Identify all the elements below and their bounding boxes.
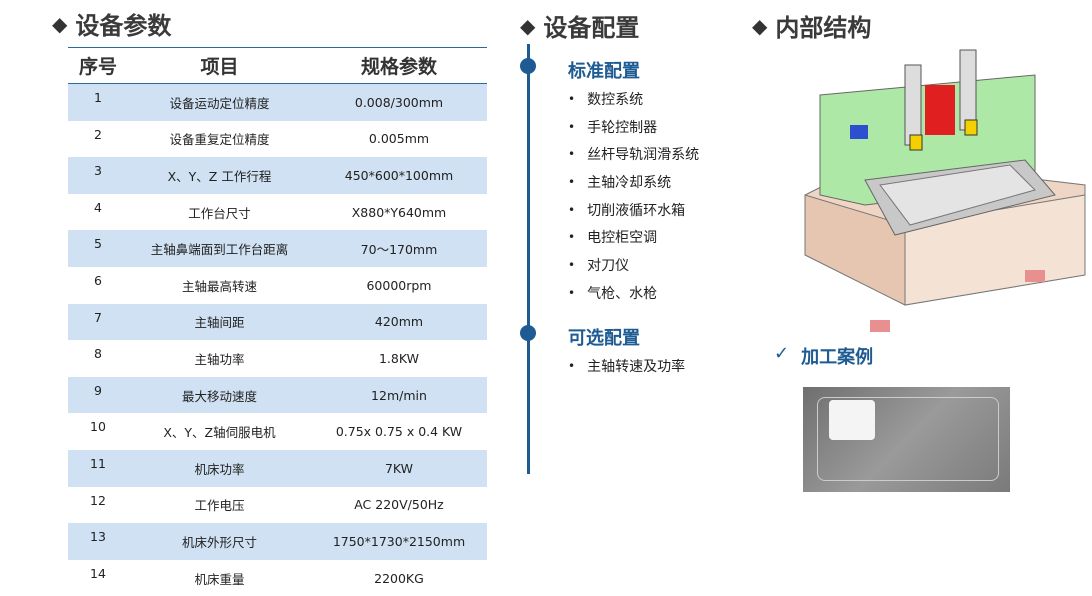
- table-row: 2 设备重复定位精度 0.005mm: [68, 121, 487, 158]
- row-item: 机床重量: [194, 571, 245, 587]
- row-item: X、Y、Z轴伺服电机: [163, 425, 276, 441]
- config-heading: ◆ 设备配置: [520, 8, 639, 43]
- row-item: 机床功率: [128, 449, 311, 487]
- optional-item: 主轴转速及功率: [568, 352, 685, 380]
- header-item: 项目: [128, 47, 311, 84]
- row-item: X、Y、Z 工作行程: [128, 157, 311, 194]
- row-spec: 70～170mm: [310, 230, 487, 267]
- header-spec: 规格参数: [310, 47, 487, 84]
- row-spec: 12m/min: [310, 376, 487, 414]
- standard-item: 手轮控制器: [568, 113, 699, 141]
- standard-item: 丝杆导轨润滑系统: [568, 140, 699, 168]
- optional-title: 可选配置: [568, 328, 640, 349]
- diamond-icon: ◆: [752, 13, 768, 38]
- row-item: 工作电压: [194, 498, 245, 514]
- table-row: 14 机床重量 2200KG: [68, 560, 487, 596]
- standard-item: 主轴冷却系统: [568, 168, 699, 196]
- structure-title: 内部结构: [775, 14, 872, 42]
- table-row: 12 工作电压 AC 220V/50Hz: [68, 487, 487, 524]
- structure-heading: ◆ 内部结构: [752, 8, 871, 43]
- header-no: 序号: [68, 47, 128, 84]
- row-no: 1: [68, 83, 128, 121]
- row-spec: 0.008/300mm: [310, 83, 487, 121]
- timeline-line: [527, 44, 530, 474]
- row-no: 11: [68, 449, 128, 487]
- standard-item: 切削液循环水箱: [568, 196, 699, 224]
- optional-list: 主轴转速及功率: [568, 352, 685, 380]
- row-item: 工作台尺寸: [188, 205, 251, 221]
- standard-item: 对刀仪: [568, 251, 699, 279]
- table-row: 8 主轴功率 1.8KW: [68, 340, 487, 377]
- row-item: 主轴功率: [194, 351, 245, 367]
- row-no: 10: [90, 419, 106, 435]
- timeline-dot: [520, 58, 536, 74]
- diamond-icon: ◆: [520, 13, 536, 38]
- row-spec: 0.005mm: [368, 131, 430, 147]
- row-spec: 60000rpm: [366, 277, 432, 293]
- row-no: 12: [90, 492, 106, 508]
- row-no: 3: [68, 157, 128, 194]
- row-no: 7: [68, 303, 128, 341]
- row-spec: X880*Y640mm: [351, 204, 447, 220]
- row-no: 13: [68, 523, 128, 560]
- row-spec: 1.8KW: [378, 350, 419, 366]
- row-item: 设备重复定位精度: [169, 132, 270, 148]
- check-icon: ✓: [774, 343, 790, 364]
- row-spec: 420mm: [310, 303, 487, 341]
- case-heading: ✓ 加工案例: [774, 343, 873, 369]
- row-no: 4: [94, 199, 102, 215]
- row-item: 主轴最高转速: [181, 278, 257, 294]
- diamond-icon: ◆: [52, 11, 68, 36]
- row-no: 5: [68, 230, 128, 267]
- standard-item: 电控柜空调: [568, 223, 699, 251]
- params-heading: ◆ 设备参数: [52, 6, 171, 41]
- case-title: 加工案例: [801, 347, 874, 368]
- timeline-dot: [520, 325, 536, 341]
- row-no: 6: [94, 272, 102, 288]
- row-spec: 0.75x 0.75 x 0.4 KW: [335, 424, 463, 440]
- case-sample-image: [803, 387, 1010, 492]
- standard-item: 气枪、水枪: [568, 279, 699, 307]
- standard-title: 标准配置: [568, 61, 640, 82]
- machine-structure-image: [804, 49, 1086, 332]
- row-spec: 2200KG: [374, 570, 424, 586]
- row-item: 最大移动速度: [128, 376, 311, 414]
- row-no: 9: [68, 376, 128, 414]
- row-no: 2: [94, 126, 102, 142]
- row-no: 14: [90, 565, 106, 581]
- row-spec: AC 220V/50Hz: [354, 497, 444, 513]
- standard-list: 数控系统手轮控制器丝杆导轨润滑系统主轴冷却系统切削液循环水箱电控柜空调对刀仪气枪…: [568, 85, 699, 307]
- row-spec: 7KW: [310, 449, 487, 487]
- table-row: 6 主轴最高转速 60000rpm: [68, 267, 487, 304]
- table-row: 4 工作台尺寸 X880*Y640mm: [68, 194, 487, 231]
- row-no: 8: [94, 346, 102, 362]
- params-title: 设备参数: [75, 12, 172, 40]
- table-row: 10 X、Y、Z轴伺服电机 0.75x 0.75 x 0.4 KW: [68, 413, 487, 450]
- row-item: 设备运动定位精度: [128, 83, 311, 121]
- row-item: 主轴鼻端面到工作台距离: [128, 230, 311, 267]
- standard-item: 数控系统: [568, 85, 699, 113]
- config-title: 设备配置: [543, 14, 640, 42]
- row-item: 机床外形尺寸: [128, 523, 311, 560]
- row-spec: 1750*1730*2150mm: [310, 523, 487, 560]
- row-spec: 450*600*100mm: [310, 157, 487, 194]
- row-item: 主轴间距: [128, 303, 311, 341]
